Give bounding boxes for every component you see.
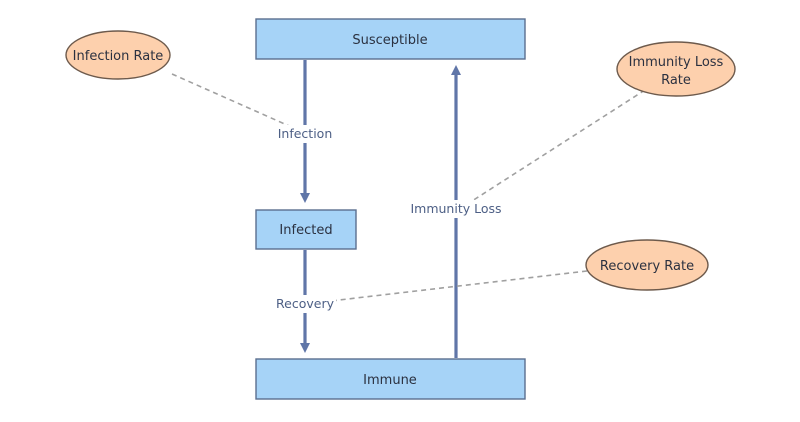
- infection-rate-parameter[interactable]: Infection Rate: [65, 30, 171, 80]
- recovery-rate-label: Recovery Rate: [600, 259, 694, 274]
- infection-rate-label: Infection Rate: [73, 49, 164, 64]
- immunity-loss-label-text: Immunity Loss: [410, 201, 501, 216]
- immunity-loss-rate-label-line2: Rate: [661, 73, 691, 88]
- immune-label: Immune: [363, 373, 417, 388]
- immunity-loss-rate-label-line1: Immunity Loss: [629, 55, 724, 70]
- immunity-loss-rate-link[interactable]: [458, 89, 646, 210]
- recovery-flow-label: Recovery: [274, 295, 336, 313]
- infected-stock[interactable]: Infected: [255, 209, 357, 250]
- infection-flow-label: Infection: [272, 125, 338, 143]
- recovery-rate-parameter[interactable]: Recovery Rate: [585, 239, 709, 291]
- immune-stock[interactable]: Immune: [255, 358, 526, 400]
- susceptible-label: Susceptible: [352, 33, 427, 48]
- infection-label-text: Infection: [278, 126, 333, 141]
- recovery-label-text: Recovery: [276, 296, 335, 311]
- susceptible-stock[interactable]: Susceptible: [255, 18, 526, 60]
- immunity-loss-flow-label: Immunity Loss: [404, 200, 508, 218]
- infection-rate-link[interactable]: [171, 73, 305, 133]
- immunity-loss-rate-parameter[interactable]: Immunity Loss Rate: [616, 41, 736, 97]
- infected-label: Infected: [279, 223, 332, 238]
